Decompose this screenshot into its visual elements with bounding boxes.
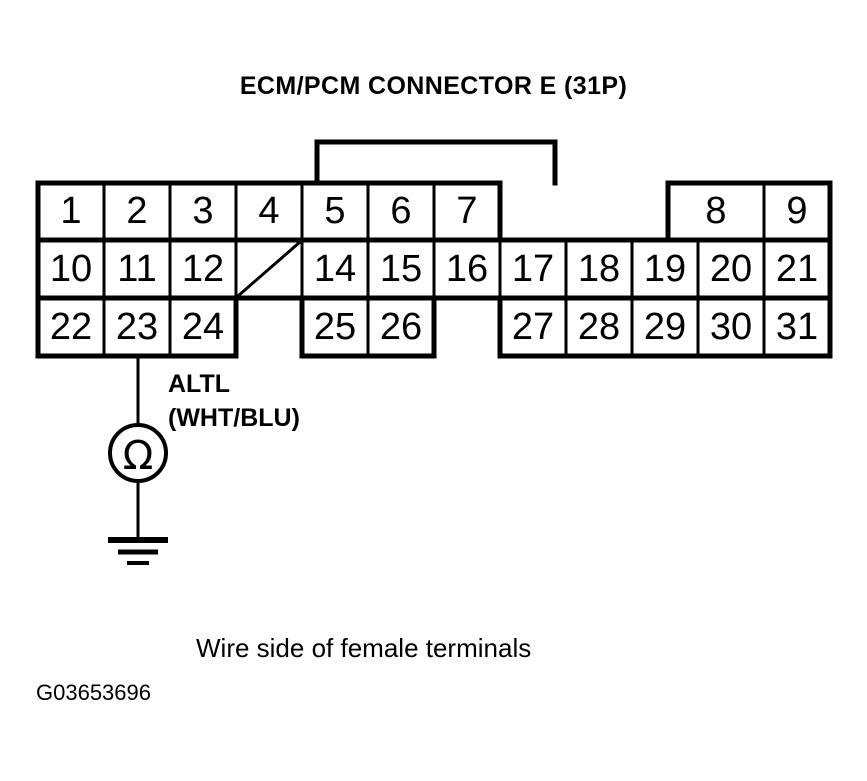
pin-cell-7: 7 [456,190,477,232]
pin-cell-8: 8 [705,190,726,232]
connector-row-1: 1 2 3 4 5 6 7 8 9 [35,180,833,243]
pin-cell-21: 21 [776,248,818,290]
unused-terminal-slash [237,240,301,298]
diagram-caption: Wire side of female terminals [196,633,532,663]
connector-locking-tab [314,139,558,186]
pin-cell-19: 19 [644,248,686,290]
pin-cell-31: 31 [776,306,818,348]
pin-cell-28: 28 [578,306,620,348]
pin-cell-12: 12 [182,248,224,290]
connector-row-2: 10 11 12 14 15 16 17 18 19 20 21 [35,237,833,301]
pin-cell-17: 17 [512,248,554,290]
pin-cell-14: 14 [314,248,356,290]
pin-cell-20: 20 [710,248,752,290]
pin-cell-6: 6 [390,190,411,232]
pin-cell-5: 5 [324,190,345,232]
figure-id-label: G03653696 [36,680,151,705]
pin-cell-15: 15 [380,248,422,290]
pin-cell-29: 29 [644,306,686,348]
row-1-right-block [665,180,833,243]
probe-circuit: Ω ALTL (WHT/BLU) [108,356,300,565]
pin-cell-24: 24 [182,306,224,348]
pin-cell-30: 30 [710,306,752,348]
pin-cell-11: 11 [117,248,156,290]
pin-cell-18: 18 [578,248,620,290]
wire-color-label: (WHT/BLU) [168,404,300,432]
page-title: ECM/PCM CONNECTOR E (31P) [239,72,628,100]
pin-cell-9: 9 [786,190,807,232]
pin-cell-2: 2 [126,190,147,232]
ground-symbol [108,537,168,565]
signal-name-label: ALTL [168,370,230,398]
pin-cell-25: 25 [314,306,356,348]
row-1-left-block [35,180,503,243]
pin-cell-16: 16 [446,248,488,290]
pin-cell-26: 26 [380,306,422,348]
connector-row-3: 22 23 24 25 26 27 28 29 30 31 [35,295,833,359]
row-3-right-block [497,295,833,359]
ohm-glyph: Ω [123,433,154,479]
pin-cell-27: 27 [512,306,554,348]
pin-cell-1: 1 [60,190,81,232]
pin-cell-4: 4 [258,190,279,232]
pin-cell-22: 22 [50,306,92,348]
pin-cell-3: 3 [192,190,213,232]
pin-cell-23: 23 [116,306,158,348]
pin-cell-10: 10 [50,248,92,290]
